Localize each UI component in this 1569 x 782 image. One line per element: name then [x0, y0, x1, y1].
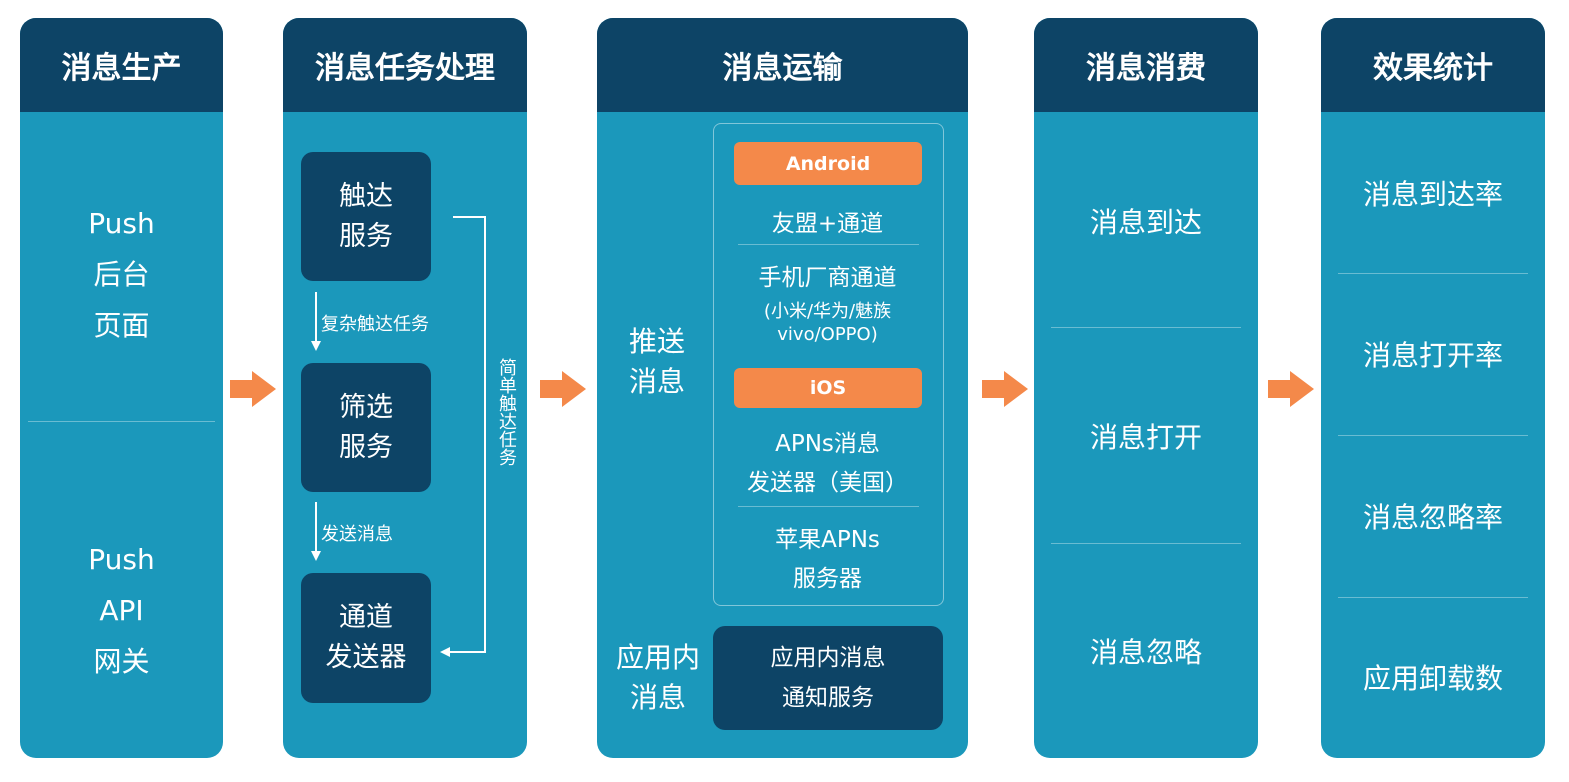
arrow-line-simple [449, 216, 486, 653]
stats-divider [1338, 273, 1528, 274]
ios-tag: iOS [734, 368, 922, 408]
android-channel-umeng: 友盟+通道 [771, 211, 884, 237]
column-transport-title: 消息运输 [597, 18, 968, 112]
inapp-notification-service-box: 应用内消息 通知服务 [713, 626, 943, 730]
production-line: Push [88, 543, 155, 576]
android-channel-vendor: 手机厂商通道 [758, 265, 897, 291]
ios-apns-sender-1: APNs消息 [775, 431, 880, 457]
ios-divider [738, 506, 919, 507]
android-tag: Android [734, 142, 922, 185]
flow-arrow-icon [230, 371, 276, 407]
column-stats-title: 效果统计 [1321, 18, 1545, 112]
column-consumption-title: 消息消费 [1034, 18, 1258, 112]
ios-apple-server-2: 服务器 [793, 566, 862, 592]
box-line: 通道 [339, 602, 393, 633]
push-channel-panel [713, 123, 944, 606]
production-line: Push [88, 207, 155, 240]
box-line: 筛选 [339, 391, 393, 423]
column-production: 消息生产 Push 后台 页面 Push API 网关 [20, 18, 223, 758]
box-line: 发送器 [325, 642, 407, 673]
channel-sender-box: 通道 发送器 [301, 573, 431, 703]
production-line: 网关 [93, 645, 150, 678]
label-line: 消息 [629, 681, 686, 714]
consumption-divider [1051, 543, 1241, 544]
inapp-message-label: 应用内 消息 [605, 638, 711, 718]
column-transport: 消息运输 推送 消息 Android 友盟+通道 手机厂商通道 (小米/华为/魅… [597, 18, 968, 758]
box-line: 触达 [339, 180, 393, 212]
stats-item-arrive-rate: 消息到达率 [1362, 178, 1503, 211]
column-production-title: 消息生产 [20, 18, 223, 112]
edge-label-complex: 复杂触达任务 [321, 314, 429, 335]
android-vendor-list-2: vivo/OPPO) [777, 324, 878, 345]
consumption-divider [1051, 327, 1241, 328]
arrow-head-simple [440, 647, 450, 657]
flow-arrow-icon [982, 371, 1028, 407]
label-line: 消息 [628, 365, 685, 398]
production-group-api: Push API 网关 [20, 534, 223, 687]
arrow-head-send [311, 551, 321, 561]
filter-service-box: 筛选 服务 [301, 363, 431, 492]
consumption-item-open: 消息打开 [1089, 421, 1202, 454]
label-line: 推送 [628, 325, 685, 358]
arrow-head-complex [311, 341, 321, 351]
production-line: 后台 [93, 258, 150, 291]
box-line: 应用内消息 [770, 645, 886, 671]
column-task: 消息任务处理 触达 服务 筛选 服务 通道 发送器 复杂触达任务 发送消息 简单… [283, 18, 527, 758]
production-group-backend: Push 后台 页面 [20, 198, 223, 351]
column-stats: 效果统计 消息到达率 消息打开率 消息忽略率 应用卸载数 [1321, 18, 1545, 758]
flow-arrow-icon [1268, 371, 1314, 407]
stats-item-ignore-rate: 消息忽略率 [1362, 501, 1503, 534]
production-line: API [99, 594, 144, 627]
task-flow-arrows [311, 216, 486, 657]
column-task-title: 消息任务处理 [283, 18, 527, 112]
production-divider [28, 421, 215, 422]
ios-apns-sender-2: 发送器（美国） [747, 470, 908, 496]
production-line: 页面 [93, 309, 150, 342]
consumption-item-arrive: 消息到达 [1089, 206, 1202, 239]
box-line: 通知服务 [782, 685, 874, 711]
stats-divider [1338, 597, 1528, 598]
box-line: 服务 [339, 431, 393, 463]
column-consumption: 消息消费 消息到达 消息打开 消息忽略 [1034, 18, 1258, 758]
stats-divider [1338, 435, 1528, 436]
stats-item-open-rate: 消息打开率 [1362, 339, 1503, 372]
android-divider [738, 244, 919, 245]
push-message-label: 推送 消息 [611, 322, 703, 402]
reach-service-box: 触达 服务 [301, 152, 431, 281]
label-line: 应用内 [615, 641, 700, 674]
edge-label-send: 发送消息 [321, 524, 393, 545]
box-line: 服务 [339, 220, 393, 252]
android-vendor-list-1: (小米/华为/魅族 [763, 301, 892, 322]
flow-arrow-icon [540, 371, 586, 407]
ios-apple-server-1: 苹果APNs [775, 527, 880, 553]
consumption-item-ignore: 消息忽略 [1089, 636, 1202, 669]
stats-item-uninstall-count: 应用卸载数 [1362, 662, 1503, 695]
edge-label-simple: 简单触达任务 [496, 358, 517, 466]
